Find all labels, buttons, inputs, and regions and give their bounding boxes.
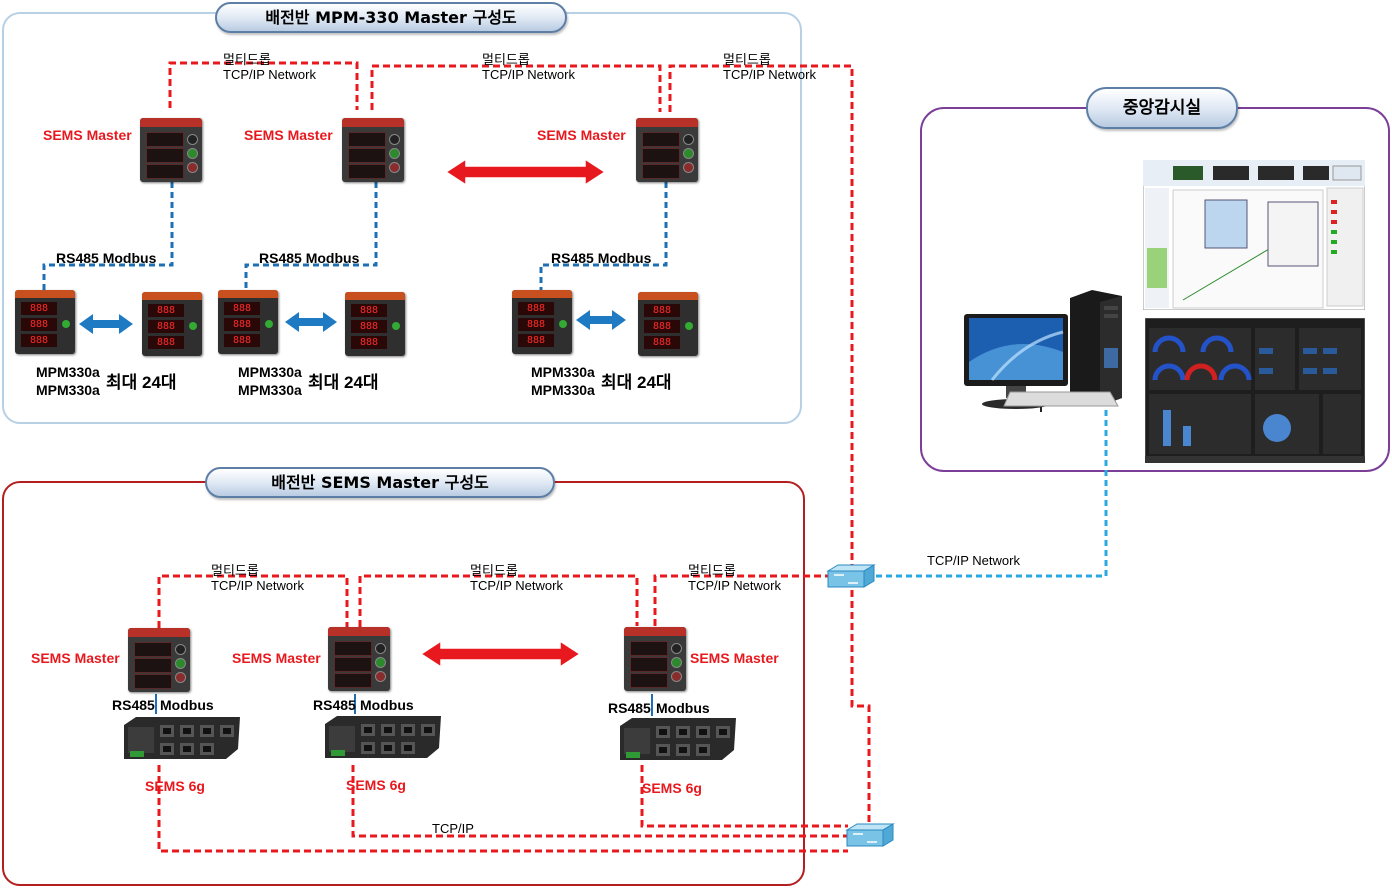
sems-master-label: SEMS Master bbox=[537, 127, 626, 143]
sems-master-device bbox=[624, 627, 686, 691]
network-switch-icon bbox=[845, 823, 895, 847]
network-label-en: TCP/IP Network bbox=[223, 67, 316, 82]
sems-master-device bbox=[342, 118, 404, 182]
sems-master-label: SEMS Master bbox=[43, 127, 132, 143]
rs485-label: RS485 bbox=[608, 700, 651, 716]
mpm-label: MPM330a bbox=[531, 382, 595, 398]
sems-6g-device bbox=[124, 717, 240, 759]
sems-6g-device bbox=[325, 716, 441, 758]
sems-master-label: SEMS Master bbox=[232, 650, 321, 666]
sems-6g-label: SEMS 6g bbox=[642, 780, 702, 796]
scada-screenshot bbox=[1143, 160, 1365, 310]
network-label-en: TCP/IP Network bbox=[723, 67, 816, 82]
dashboard-screenshot bbox=[1145, 318, 1365, 463]
network-label-en: TCP/IP Network bbox=[688, 578, 781, 593]
sems-master-device bbox=[636, 118, 698, 182]
modbus-label: Modbus bbox=[656, 700, 710, 716]
keyboard-icon bbox=[1003, 391, 1119, 412]
modbus-label: Modbus bbox=[360, 697, 414, 713]
rs485-label: RS485 bbox=[313, 697, 356, 713]
sems-master-device bbox=[328, 627, 390, 691]
sems-6g-device bbox=[620, 718, 736, 760]
network-label-kr: 멀티드롭 bbox=[223, 52, 271, 67]
mpm-label: MPM330a bbox=[36, 382, 100, 398]
mpm-label: MPM330a bbox=[531, 364, 595, 380]
central-network-label: TCP/IP Network bbox=[927, 553, 1020, 568]
network-label-kr: 멀티드롭 bbox=[688, 563, 736, 578]
max-count-label: 최대 24대 bbox=[601, 373, 672, 392]
rs485-label: RS485 bbox=[112, 697, 155, 713]
rs485-modbus-label: RS485 Modbus bbox=[56, 250, 157, 266]
network-switch-icon bbox=[826, 564, 876, 588]
max-count-label: 최대 24대 bbox=[106, 373, 177, 392]
network-label-kr: 멀티드롭 bbox=[470, 563, 518, 578]
computer-tower-icon bbox=[1070, 290, 1122, 406]
rs485-modbus-label: RS485 Modbus bbox=[551, 250, 652, 266]
modbus-label: Modbus bbox=[160, 697, 214, 713]
network-label-en: TCP/IP Network bbox=[211, 578, 304, 593]
network-label-kr: 멀티드롭 bbox=[211, 563, 259, 578]
max-count-label: 최대 24대 bbox=[308, 373, 379, 392]
computer-monitor-icon bbox=[964, 314, 1068, 409]
mpm-label: MPM330a bbox=[238, 382, 302, 398]
top-panel-title: 배전반 MPM-330 Master 구성도 bbox=[215, 2, 567, 33]
bottom-panel-title: 배전반 SEMS Master 구성도 bbox=[205, 467, 555, 498]
sems-master-device bbox=[128, 628, 190, 692]
tcpip-label: TCP/IP bbox=[432, 821, 474, 836]
sems-6g-label: SEMS 6g bbox=[346, 777, 406, 793]
sems-master-label: SEMS Master bbox=[244, 127, 333, 143]
sems-master-label: SEMS Master bbox=[690, 650, 779, 666]
sems-master-device bbox=[140, 118, 202, 182]
sems-6g-label: SEMS 6g bbox=[145, 778, 205, 794]
mpm-label: MPM330a bbox=[36, 364, 100, 380]
rs485-modbus-label: RS485 Modbus bbox=[259, 250, 360, 266]
mpm-label: MPM330a bbox=[238, 364, 302, 380]
central-title: 중앙감시실 bbox=[1086, 87, 1238, 129]
network-label-en: TCP/IP Network bbox=[470, 578, 563, 593]
network-label-en: TCP/IP Network bbox=[482, 67, 575, 82]
network-label-kr: 멀티드롭 bbox=[482, 52, 530, 67]
sems-master-label: SEMS Master bbox=[31, 650, 120, 666]
network-label-kr: 멀티드롭 bbox=[723, 52, 771, 67]
